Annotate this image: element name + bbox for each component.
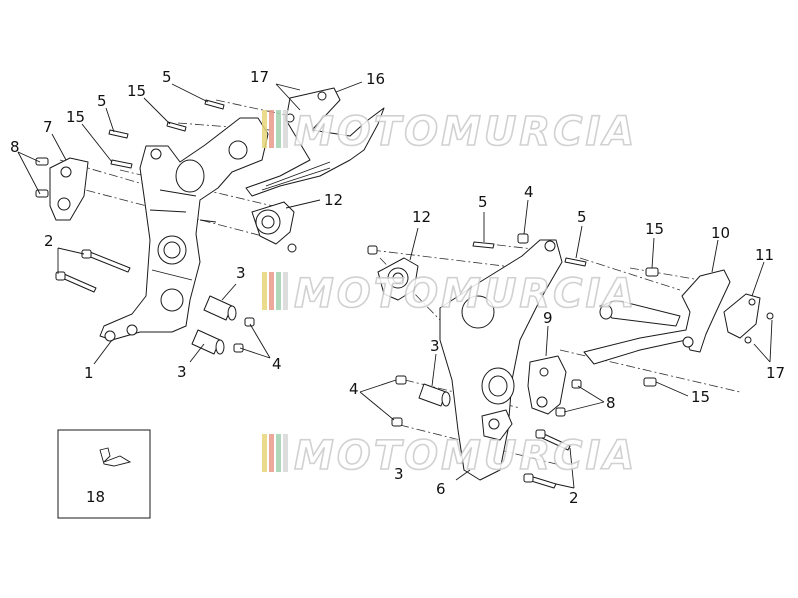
callout-17-left: 17 — [250, 68, 269, 86]
watermark-layer: MOTOMURCIA MOTOMURCIA MOTOMURCIA — [262, 108, 637, 480]
callout-8-right: 8 — [606, 394, 616, 412]
left-bearing-12 — [251, 201, 297, 253]
inset-box-18 — [57, 429, 151, 519]
left-top-screws — [108, 99, 225, 169]
callout-5-right-a: 5 — [478, 193, 488, 211]
callout-11: 11 — [755, 246, 774, 264]
callout-9: 9 — [543, 309, 553, 327]
callout-7: 7 — [43, 118, 53, 136]
left-screws-8 — [35, 157, 49, 198]
callout-1: 1 — [84, 364, 94, 382]
watermark-stripe — [283, 110, 288, 148]
left-bolts-2 — [55, 249, 131, 293]
watermark-stripe — [276, 272, 281, 310]
callout-2-right: 2 — [569, 489, 579, 507]
callout-3-left-a: 3 — [236, 264, 246, 282]
right-lower-plate — [481, 409, 513, 441]
callout-16: 16 — [366, 70, 385, 88]
watermark-stripe — [283, 272, 288, 310]
callout-5-right-b: 5 — [577, 208, 587, 226]
leader-lines — [17, 81, 773, 489]
callout-labels: 8 7 15 5 15 5 17 16 12 2 3 3 4 1 12 5 4 … — [10, 68, 785, 507]
callout-5-left-a: 5 — [97, 92, 107, 110]
callout-15-right-a: 15 — [645, 220, 664, 238]
callout-15-left-b: 15 — [127, 82, 146, 100]
watermark-stripe — [262, 434, 267, 472]
right-spacers-3 — [391, 375, 451, 427]
watermark-text: MOTOMURCIA — [294, 109, 637, 155]
callout-4-left: 4 — [272, 355, 282, 373]
watermark-stripe — [269, 272, 274, 310]
callout-18: 18 — [86, 488, 105, 506]
watermark-stripe — [269, 110, 274, 148]
callout-17-right: 17 — [766, 364, 785, 382]
callout-8-left: 8 — [10, 138, 20, 156]
right-footrest-bracket-6 — [439, 239, 563, 481]
callout-3-left-b: 3 — [177, 363, 187, 381]
watermark-stripe — [262, 110, 267, 148]
right-plate-11 — [723, 293, 774, 344]
left-spacers-3 — [191, 295, 255, 355]
watermark-3: MOTOMURCIA — [262, 432, 637, 480]
callout-12-right: 12 — [412, 208, 431, 226]
callout-5-left-b: 5 — [162, 68, 172, 86]
watermark-stripe — [276, 110, 281, 148]
watermark-text: MOTOMURCIA — [294, 271, 637, 317]
watermark-stripe — [262, 272, 267, 310]
right-plate-9 — [527, 355, 567, 415]
right-fasteners — [367, 233, 659, 489]
right-bearing-12 — [377, 257, 419, 301]
watermark-2: MOTOMURCIA — [262, 270, 637, 318]
watermark-stripe — [276, 434, 281, 472]
left-footrest-bracket-1 — [99, 117, 269, 342]
callout-6: 6 — [436, 480, 446, 498]
left-plate-7 — [49, 157, 89, 221]
callout-4-right-a: 4 — [524, 183, 534, 201]
callout-4-right-b: 4 — [349, 380, 359, 398]
callout-15-right-b: 15 — [691, 388, 710, 406]
watermark-text: MOTOMURCIA — [294, 433, 637, 479]
callout-10: 10 — [711, 224, 730, 242]
callout-2-left: 2 — [44, 232, 54, 250]
right-footrest-10 — [583, 269, 731, 365]
callout-15-left-a: 15 — [66, 108, 85, 126]
watermark-stripe — [269, 434, 274, 472]
watermark-stripe — [283, 434, 288, 472]
callout-3-right-a: 3 — [430, 337, 440, 355]
watermark-1: MOTOMURCIA — [262, 108, 637, 156]
callout-3-right-b: 3 — [394, 465, 404, 483]
callout-12-left: 12 — [324, 191, 343, 209]
